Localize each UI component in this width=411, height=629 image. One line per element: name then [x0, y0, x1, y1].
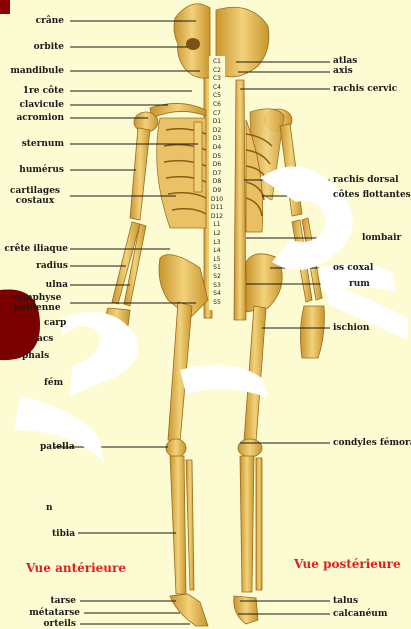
label-crete-iliaque: crête iliaque	[0, 244, 68, 254]
vertebra-label-c3: C3	[210, 75, 224, 82]
label-femur: fém	[44, 378, 63, 388]
label-phalanges: phals	[22, 351, 49, 361]
vertebra-label-s2: S2	[210, 273, 224, 280]
label-rachis-dorsal: rachis dorsal	[333, 175, 399, 185]
label-sternum: sternum	[0, 139, 64, 149]
vertebra-label-l5: L5	[210, 256, 224, 263]
vertebra-label-d10: D10	[210, 196, 224, 203]
title-anterior-view: Vue antérieure	[26, 561, 126, 575]
vertebra-label-c5: C5	[210, 92, 224, 99]
label-symphyse-pubienne: symphyse pubienne	[6, 293, 68, 313]
vertebra-label-d2: D2	[210, 127, 224, 134]
label-carpe: carp	[44, 318, 66, 328]
label-patella: patella	[40, 442, 75, 452]
label-ulna: ulna	[0, 280, 68, 290]
vertebra-label-c2: C2	[210, 67, 224, 74]
label-atlas: atlas	[333, 56, 357, 66]
vertebra-label-s5: S5	[210, 299, 224, 306]
label-tarse: tarse	[0, 596, 76, 606]
vertebra-label-d7: D7	[210, 170, 224, 177]
vertebra-label-l1: L1	[210, 221, 224, 228]
vertebra-label-d6: D6	[210, 161, 224, 168]
label-radius: radius	[0, 261, 68, 271]
label-metatarse: métatarse	[0, 608, 80, 618]
vertebra-label-s4: S4	[210, 290, 224, 297]
vertebra-label-c1: C1	[210, 58, 224, 65]
label-crane: crâne	[0, 16, 64, 26]
label-orbite: orbite	[0, 42, 64, 52]
label-humerus: humérus	[0, 165, 64, 175]
label-acromion: acromion	[0, 113, 64, 123]
label-clavicule: clavicule	[0, 100, 64, 110]
vertebra-label-d12: D12	[210, 213, 224, 220]
vertebra-label-c6: C6	[210, 101, 224, 108]
title-posterior-view: Vue postérieure	[294, 557, 401, 571]
label-rachis-lombaire: lombair	[362, 233, 401, 243]
vertebra-label-l4: L4	[210, 247, 224, 254]
vertebra-label-d9: D9	[210, 187, 224, 194]
vertebra-label-l2: L2	[210, 230, 224, 237]
vertebra-label-d8: D8	[210, 178, 224, 185]
vertebra-label-d3: D3	[210, 135, 224, 142]
vertebra-label-d4: D4	[210, 144, 224, 151]
label-cotes-flottantes: côtes flottantes	[333, 190, 411, 200]
label-metacarpe: acs	[37, 334, 53, 344]
vertebra-label-s3: S3	[210, 282, 224, 289]
label-cartilages-costaux: cartilages costaux	[4, 186, 66, 206]
vertebra-label-c7: C7	[210, 110, 224, 117]
vertebra-label-c4: C4	[210, 84, 224, 91]
posterior-skeleton	[216, 7, 324, 624]
label-sacrum: rum	[349, 279, 370, 289]
vertebra-label-s1: S1	[210, 264, 224, 271]
label-talus: talus	[333, 596, 358, 606]
label-ischion: ischion	[333, 323, 369, 333]
label-calcaneum: calcanéum	[333, 609, 387, 619]
vertebra-label-l3: L3	[210, 239, 224, 246]
label-condyles-femoraux: condyles fémora	[333, 438, 411, 448]
label-orteils: orteils	[0, 619, 76, 629]
label-rachis-cervical: rachis cervic	[333, 84, 397, 94]
vertebra-label-d1: D1	[210, 118, 224, 125]
vertebra-label-d5: D5	[210, 153, 224, 160]
label-tibia: tibia	[52, 529, 75, 539]
label-os-coxal: os coxal	[333, 263, 373, 273]
label-premiere-cote: 1re côte	[0, 86, 64, 96]
label-fibula: n	[46, 503, 53, 513]
label-mandibule: mandibule	[0, 66, 64, 76]
vertebra-label-d11: D11	[210, 204, 224, 211]
label-axis: axis	[333, 66, 353, 76]
